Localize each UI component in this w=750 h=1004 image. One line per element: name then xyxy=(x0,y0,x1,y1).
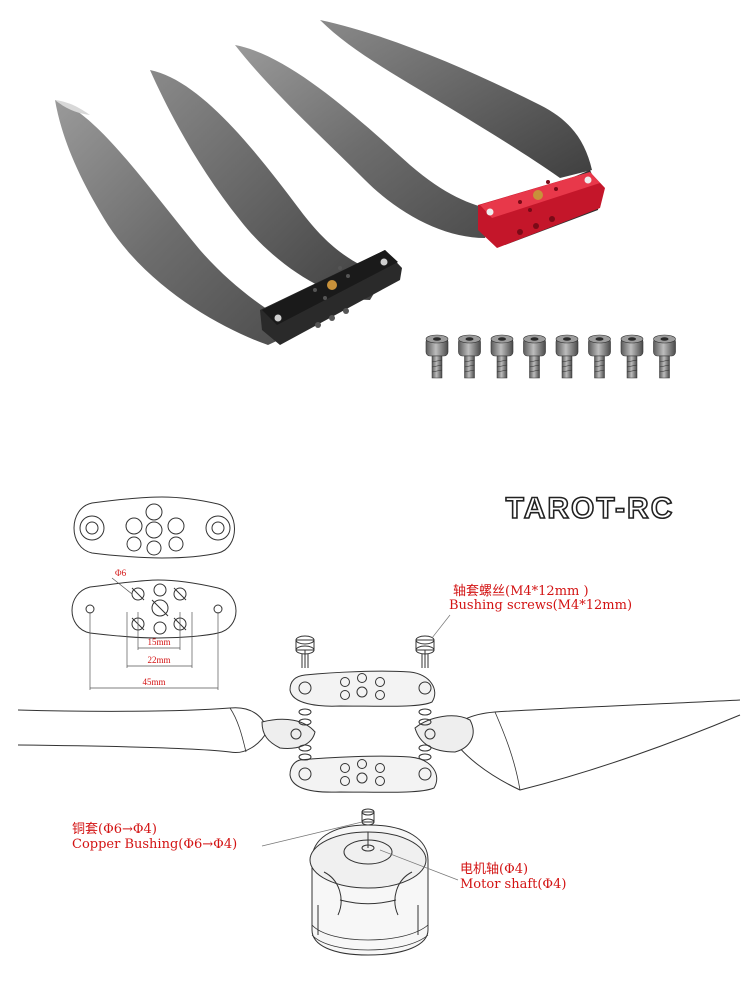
bushing-screws-label-en: Bushing screws(M4*12mm) xyxy=(449,598,633,613)
propeller-pair-photo xyxy=(55,20,605,345)
dim-45mm: 45mm xyxy=(142,677,165,687)
hub-plate-top-view xyxy=(73,496,235,559)
motor-shaft-label-en: Motor shaft(Φ4) xyxy=(460,877,567,892)
hex-socket-screw-icon xyxy=(523,334,546,379)
hex-socket-screw-icon xyxy=(425,334,449,379)
hub-plate-dimension-view: Φ6 15mm 22mm 45mm xyxy=(71,568,237,690)
brass-bushing xyxy=(533,190,543,200)
right-blade-outline xyxy=(449,699,741,791)
copper-bushing-icon xyxy=(361,808,375,826)
propeller-red-hub-icon xyxy=(235,20,605,248)
brand-logo: TAROT-RC xyxy=(506,492,675,525)
hole-diameter-label: Φ6 xyxy=(115,568,127,578)
bushing-screw-left-icon xyxy=(295,635,315,668)
dim-22mm: 22mm xyxy=(147,655,170,665)
copper-bushing-label-cn: 铜套(Φ6→Φ4) xyxy=(72,822,157,837)
copper-bushing-label-en: Copper Bushing(Φ6→Φ4) xyxy=(72,837,238,852)
bushing-screw-right-icon xyxy=(415,635,435,668)
left-blade-outline xyxy=(17,707,269,754)
hex-socket-screw-icon xyxy=(555,334,579,379)
propeller-black-hub-icon xyxy=(55,70,402,345)
hex-socket-screw-icon xyxy=(490,334,514,379)
motor-shaft-label-cn: 电机轴(Φ4) xyxy=(460,862,529,877)
brass-bushing xyxy=(327,280,337,290)
bushing-screws-label-cn: 轴套螺丝(M4*12mm ) xyxy=(453,584,589,599)
screw-set xyxy=(425,334,676,379)
dim-15mm: 15mm xyxy=(147,637,170,647)
hex-socket-screw-icon xyxy=(588,334,611,379)
brushless-motor-icon xyxy=(309,824,429,956)
hex-socket-screw-icon xyxy=(458,334,481,379)
exploded-assembly-view xyxy=(17,614,741,956)
hex-socket-screw-icon xyxy=(653,334,676,379)
hex-socket-screw-icon xyxy=(620,334,644,379)
